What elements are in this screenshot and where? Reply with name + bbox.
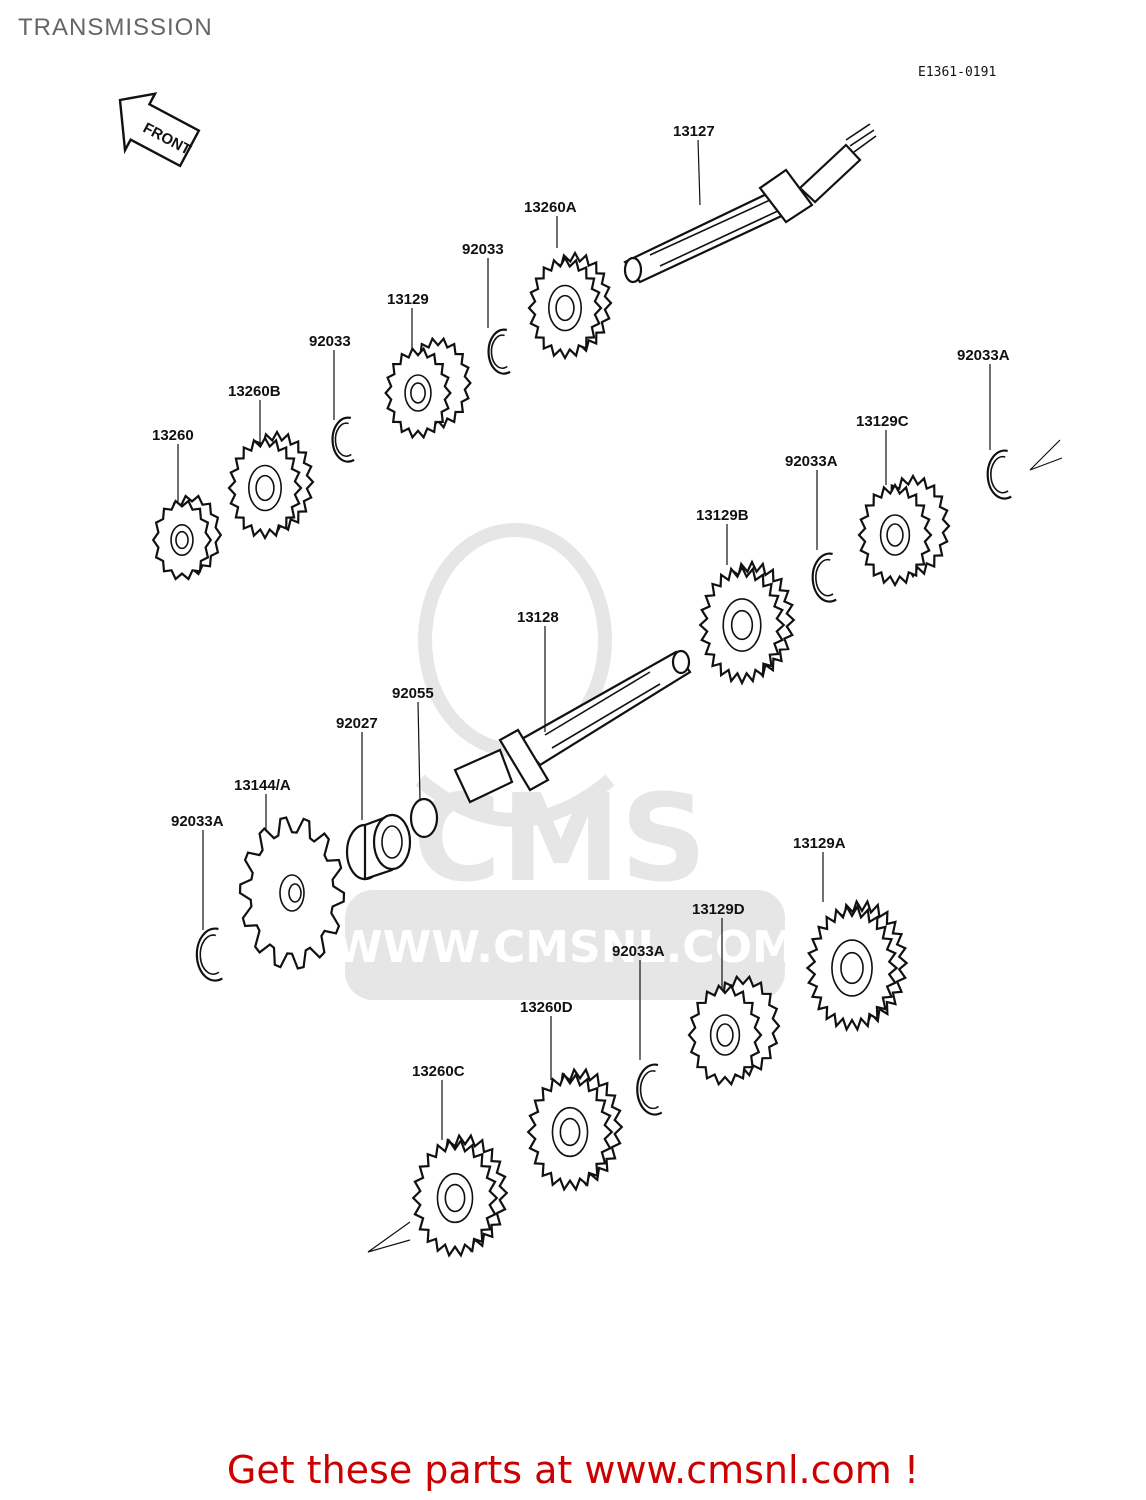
label-92055: 92055 xyxy=(392,685,434,702)
label-13260D: 13260D xyxy=(520,999,573,1016)
part-13129C-gear xyxy=(857,473,951,588)
parts-layer xyxy=(151,250,1012,1258)
leader-lines xyxy=(177,139,1063,1253)
exploded-parts-diagram: CMS WWW.CMSNL.COM E1361-0191 FRONT xyxy=(118,65,1063,1258)
label-92027: 92027 xyxy=(336,715,378,732)
label-13260: 13260 xyxy=(152,427,194,444)
part-92033A-lower-circlip xyxy=(636,1063,663,1116)
label-13144A: 13144/A xyxy=(234,777,291,794)
page-title: TRANSMISSION xyxy=(18,14,213,41)
label-92033A-mid: 92033A xyxy=(785,453,838,470)
part-13129B-gear xyxy=(698,559,796,686)
part-13144A-sprocket xyxy=(238,816,346,970)
watermark: CMS WWW.CMSNL.COM xyxy=(334,523,796,1000)
label-92033A-left: 92033A xyxy=(171,813,224,830)
part-13260B-gear xyxy=(227,429,315,541)
label-92033-upper-right: 92033 xyxy=(462,241,504,258)
part-92033A-top-circlip xyxy=(986,449,1012,500)
part-92055-o-ring xyxy=(409,797,439,839)
label-13260A: 13260A xyxy=(524,199,577,216)
label-92033A-lower: 92033A xyxy=(612,943,665,960)
watermark-banner xyxy=(345,890,785,1000)
label-13129: 13129 xyxy=(387,291,429,308)
part-92027-collar xyxy=(345,813,412,881)
part-92033A-mid-circlip xyxy=(811,552,837,603)
watermark-url: WWW.CMSNL.COM xyxy=(334,922,796,973)
label-13260B: 13260B xyxy=(228,383,281,400)
part-13260D-gear xyxy=(526,1067,624,1192)
front-label: FRONT xyxy=(140,119,194,158)
part-13260-gear xyxy=(151,494,223,581)
label-13129C: 13129C xyxy=(856,413,909,430)
part-labels: 13127 13260A 92033 13129 92033 13260B 13… xyxy=(152,123,1010,1080)
promo-link[interactable]: Get these parts at www.cmsnl.com ! xyxy=(226,1448,920,1492)
label-13129D: 13129D xyxy=(692,901,745,918)
watermark-mascot-body xyxy=(415,774,615,827)
part-13128-shaft xyxy=(453,649,692,804)
label-13128: 13128 xyxy=(517,609,559,626)
promo-banner[interactable]: Get these parts at www.cmsnl.com ! xyxy=(0,1448,1146,1492)
drawing-code: E1361-0191 xyxy=(918,65,996,80)
part-13127-shaft xyxy=(623,123,877,284)
part-92033-upper-left-circlip xyxy=(331,416,355,463)
watermark-brand: CMS xyxy=(413,770,707,909)
label-92033A-top: 92033A xyxy=(957,347,1010,364)
front-arrow-icon: FRONT xyxy=(118,92,201,168)
label-13127: 13127 xyxy=(673,123,715,140)
label-13129B: 13129B xyxy=(696,507,749,524)
part-13129D-gear xyxy=(687,974,781,1087)
label-13129A: 13129A xyxy=(793,835,846,852)
label-13260C: 13260C xyxy=(412,1063,465,1080)
part-13129-gear xyxy=(384,336,472,440)
part-13129A-gear xyxy=(805,898,909,1033)
part-92033A-left-circlip xyxy=(195,927,223,982)
part-13260A-gear xyxy=(527,250,613,361)
part-92033-upper-right-circlip xyxy=(487,328,511,375)
part-13260C-gear xyxy=(411,1133,509,1258)
label-92033-upper-left: 92033 xyxy=(309,333,351,350)
